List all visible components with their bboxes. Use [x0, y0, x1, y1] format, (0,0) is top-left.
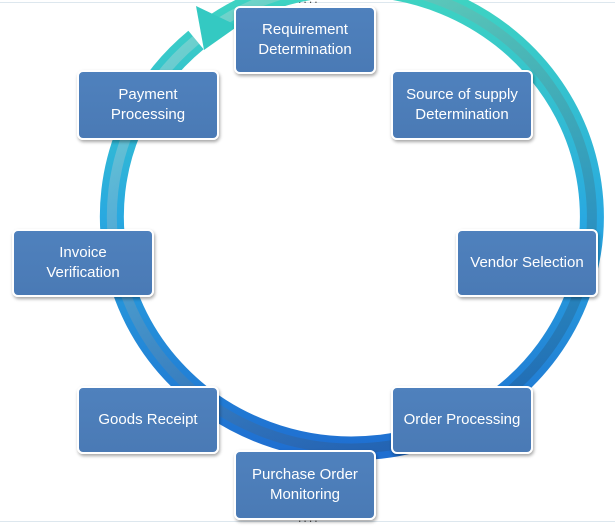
node-goods-receipt[interactable]: Goods Receipt — [77, 386, 219, 454]
node-payment-processing[interactable]: Payment Processing — [77, 70, 219, 140]
node-invoice-verification[interactable]: Invoice Verification — [12, 229, 154, 297]
node-order-processing[interactable]: Order Processing — [391, 386, 533, 454]
top-resize-handle[interactable]: .... — [297, 0, 319, 6]
node-requirement-determination[interactable]: Requirement Determination — [234, 6, 376, 74]
node-source-of-supply-determination[interactable]: Source of supply Determination — [391, 70, 533, 140]
bottom-resize-handle[interactable]: .... — [297, 515, 319, 525]
frame-top-border — [0, 2, 615, 3]
frame-bottom-border — [0, 521, 615, 522]
node-vendor-selection[interactable]: Vendor Selection — [456, 229, 598, 297]
ring-arrowhead — [196, 6, 238, 50]
node-purchase-order-monitoring[interactable]: Purchase Order Monitoring — [234, 450, 376, 520]
